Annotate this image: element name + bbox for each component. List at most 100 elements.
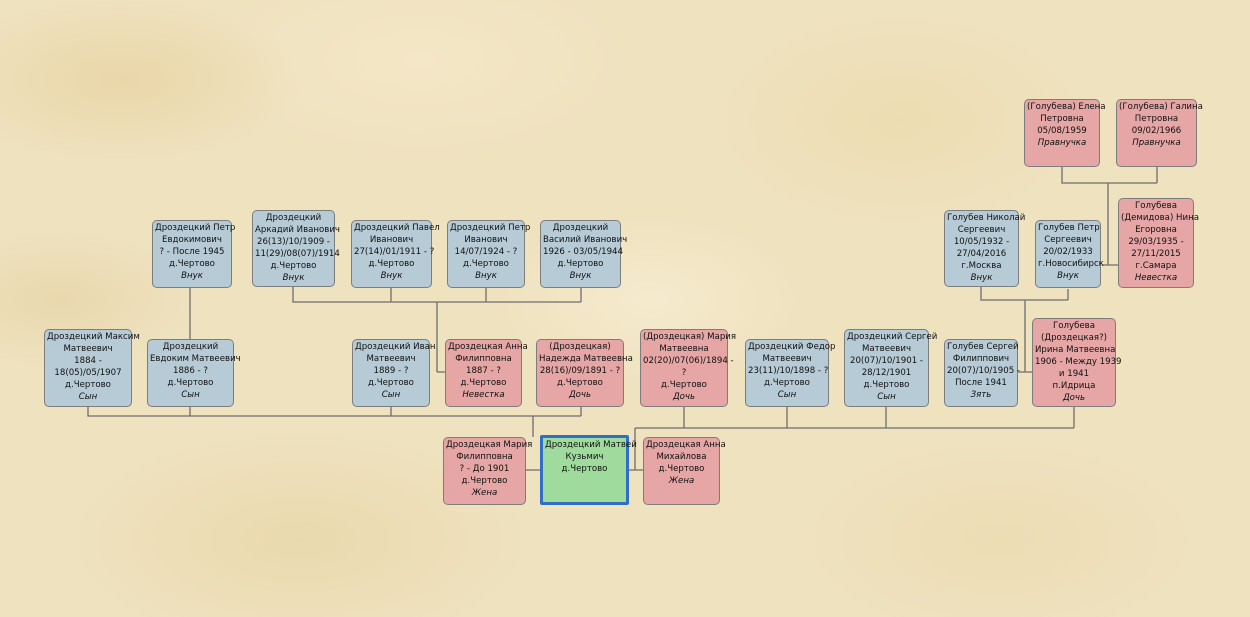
person-line: Голубева xyxy=(1135,201,1177,211)
person-line: Сергеевич xyxy=(957,225,1006,235)
person-line: (Дроздецкая) Мария xyxy=(643,332,737,342)
person-line: Матвеевна xyxy=(659,344,709,354)
relation-label: Дочь xyxy=(568,390,592,400)
relation-label: Сын xyxy=(78,392,98,402)
person-line: д.Чертово xyxy=(863,380,910,390)
person-line: Аркадий Иванович xyxy=(255,225,340,235)
person-line: Дроздецкий Федор xyxy=(748,342,836,352)
person-line: После 1941 xyxy=(955,378,1007,388)
person-line: Дроздецкая Анна xyxy=(448,342,528,352)
relation-label: Внук xyxy=(569,271,592,281)
person-line: (Демидова) Нина xyxy=(1121,213,1199,223)
person-line: д.Чертово xyxy=(460,378,507,388)
person-line: Сергеевич xyxy=(1044,235,1092,245)
person-line: ? - До 1901 xyxy=(459,464,510,474)
relation-label: Дочь xyxy=(1062,393,1086,403)
person-line: 02(20)/07(06)/1894 - xyxy=(643,356,734,366)
person-line: д.Чертово xyxy=(169,259,215,269)
relation-label: Внук xyxy=(181,271,203,281)
person-line: Егоровна xyxy=(1135,225,1177,235)
person-line: Евдоким Матвеевич xyxy=(150,354,241,364)
person-line: Голубев Петр xyxy=(1038,223,1100,233)
relation-label: Правнучка xyxy=(1037,138,1087,148)
relation-label: Внук xyxy=(380,271,403,281)
person-line: д.Чертово xyxy=(661,380,707,390)
person-line: г.Самара xyxy=(1135,261,1177,271)
person-line: д.Чертово xyxy=(561,464,608,474)
person-line: 11(29)/08(07)/1914 xyxy=(255,249,340,259)
person-line: 1926 - 03/05/1944 xyxy=(543,247,623,257)
person-line: Дроздецкий Максим xyxy=(47,332,140,342)
relation-label: Внук xyxy=(1057,271,1079,281)
person-line: Филипповна xyxy=(455,354,512,364)
person-line: 1889 - ? xyxy=(373,366,409,376)
person-line: (Дроздецкая?) xyxy=(1041,333,1107,343)
person-line: д.Чертово xyxy=(368,378,414,388)
person-line: Филипповна xyxy=(456,452,513,462)
person-line: Дроздецкий Петр xyxy=(450,223,531,233)
person-line: 26(13)/10/1909 - xyxy=(256,237,330,247)
person-line: 05/08/1959 xyxy=(1037,126,1087,136)
person-line: (Голубева) Елена xyxy=(1027,102,1106,112)
person-line: Василий Иванович xyxy=(543,235,628,245)
person-line: 1906 - Между 1939 xyxy=(1035,357,1122,367)
person-line: Евдокимович xyxy=(162,235,222,245)
person-line: 18(05)/05/1907 xyxy=(54,368,122,378)
person-line: 23(11)/10/1898 - ? xyxy=(748,366,829,376)
person-line: Дроздецкий Матвей xyxy=(545,440,637,450)
person-line: Ирина Матвеевна xyxy=(1035,345,1116,355)
person-line: д.Чертово xyxy=(658,464,705,474)
person-line: д.Чертово xyxy=(557,259,604,269)
person-line: Дроздецкая Анна xyxy=(646,440,726,450)
relation-label: Сын xyxy=(181,390,200,400)
person-line: 27/11/2015 xyxy=(1131,249,1181,259)
person-line: 27(14)/01/1911 - ? xyxy=(354,247,435,257)
relation-label: Внук xyxy=(970,273,993,283)
relation-label: Невестка xyxy=(1134,273,1178,283)
person-line: Голубев Сергей xyxy=(947,342,1019,352)
relation-label: Дочь xyxy=(672,392,696,402)
person-line: Надежда Матвеевна xyxy=(539,354,633,364)
person-line: Михайлова xyxy=(656,452,707,462)
person-line: 20(07)/10/1905 - xyxy=(947,366,1021,376)
person-line: 20/02/1933 xyxy=(1043,247,1093,257)
person-line: п.Идрица xyxy=(1052,381,1096,391)
person-line: 14/07/1924 - ? xyxy=(454,247,518,257)
person-line: Иванович xyxy=(369,235,414,245)
person-line: 1887 - ? xyxy=(466,366,501,376)
person-line: 09/02/1966 xyxy=(1131,126,1182,136)
person-line: Дроздецкий Сергей xyxy=(847,332,938,342)
person-line: Кузьмич xyxy=(565,452,604,462)
person-line: (Дроздецкая) xyxy=(549,342,611,352)
person-line: Филиппович xyxy=(952,354,1010,364)
relation-label: Сын xyxy=(777,390,797,400)
person-line: Голубев Николай xyxy=(947,213,1026,223)
person-line: и 1941 xyxy=(1058,369,1090,379)
person-line: Дроздецкий xyxy=(552,223,609,233)
relation-label: Невестка xyxy=(462,390,505,400)
